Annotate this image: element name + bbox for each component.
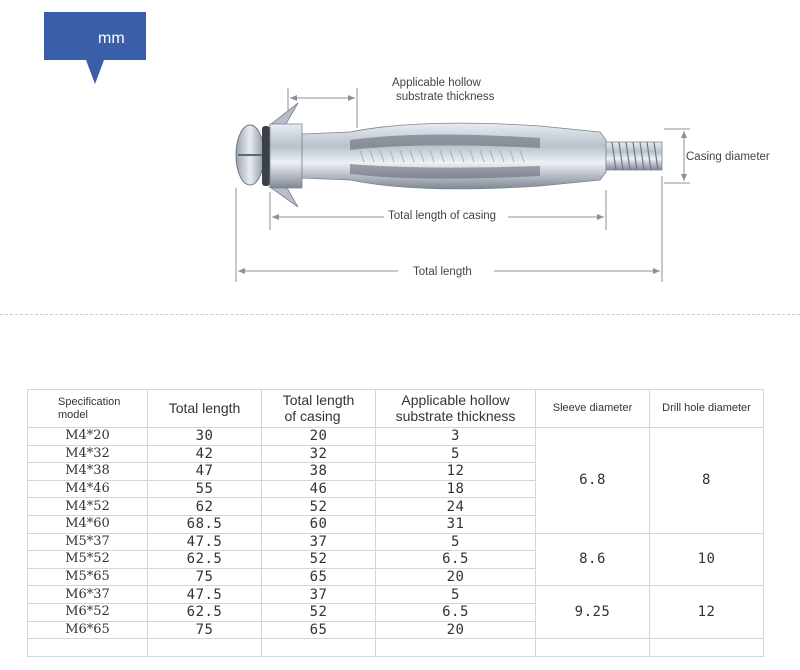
table-row: M6*65 75 65 20: [27, 620, 764, 640]
casing-length-label: Total length of casing: [388, 210, 497, 222]
table-row: M4*38 47 38 12: [27, 462, 764, 481]
model-cell: M5*65: [27, 567, 148, 587]
model-cell: M4*52: [27, 497, 148, 516]
header-sleeve-diameter-text: Sleeve diameter: [552, 402, 633, 415]
sleeve-diameter-cell: 9.25: [535, 585, 650, 640]
hollow-thickness-cell: 6.5: [375, 602, 536, 622]
hollow-thickness-cell: 5: [375, 532, 536, 552]
casing-length-cell: 52: [261, 550, 376, 569]
model-cell: M6*37: [27, 585, 148, 604]
blank-cell: [147, 638, 262, 658]
casing-length-cell: 65: [261, 620, 376, 640]
table-row: M4*20 30 20 3 6.8 8: [27, 427, 764, 534]
hollow-thickness-cell: 18: [375, 479, 536, 499]
blank-cell: [649, 638, 764, 658]
total-length-cell: 30: [147, 427, 262, 446]
total-length-cell: 62.5: [147, 550, 262, 569]
model-cell: M4*32: [27, 444, 148, 464]
hollow-thickness-label-line1: Applicable hollow: [392, 77, 481, 89]
table-row-blank: [27, 638, 764, 658]
total-length-cell: 75: [147, 567, 262, 587]
blank-cell: [27, 638, 148, 658]
hollow-thickness-cell: 12: [375, 462, 536, 481]
header-casing-length-line2: of casing: [284, 407, 341, 424]
hollow-thickness-cell: 6.5: [375, 550, 536, 569]
total-length-cell: 47.5: [147, 532, 262, 552]
hollow-thickness-label-line2: substrate thickness: [396, 91, 495, 103]
model-cell: M4*38: [27, 462, 148, 481]
model-cell: M4*20: [27, 427, 148, 446]
header-drill-hole-diameter-text: Drill hole diameter: [662, 402, 751, 415]
table-row: M4*32 42 32 5: [27, 444, 764, 464]
header-spec-model: Specification model: [27, 389, 148, 428]
model-cell: M6*52: [27, 602, 148, 622]
hollow-thickness-cell: 5: [375, 585, 536, 604]
casing-length-cell: 46: [261, 479, 376, 499]
hollow-wall-anchor-illustration: [235, 88, 690, 282]
model-cell: M4*60: [27, 514, 148, 534]
casing-length-cell: 52: [261, 602, 376, 622]
total-length-cell: 42: [147, 444, 262, 464]
specification-table: Specification model Total length Total l…: [27, 389, 764, 658]
casing-length-cell: 37: [261, 585, 376, 604]
total-length-cell: 75: [147, 620, 262, 640]
model-cell: M5*52: [27, 550, 148, 569]
total-length-cell: 68.5: [147, 514, 262, 534]
total-length-cell: 62: [147, 497, 262, 516]
total-length-label: Total length: [413, 266, 472, 278]
hollow-thickness-cell: 5: [375, 444, 536, 464]
sleeve-diameter-cell: 6.8: [535, 427, 650, 534]
casing-diameter-label: Casing diameter: [686, 151, 770, 163]
header-total-length-text: Total length: [168, 399, 241, 416]
casing-length-cell: 32: [261, 444, 376, 464]
anchor-diagram: Applicable hollow substrate thickness Ca…: [0, 0, 800, 310]
casing-length-cell: 38: [261, 462, 376, 481]
blank-cell: [535, 638, 650, 658]
total-length-cell: 62.5: [147, 602, 262, 622]
model-cell: M6*65: [27, 620, 148, 640]
badge-shape: [44, 12, 146, 84]
drill-hole-diameter-cell: 8: [649, 427, 764, 534]
blank-cell: [375, 638, 536, 658]
model-cell: M4*46: [27, 479, 148, 499]
total-length-cell: 47.5: [147, 585, 262, 604]
table-row: M5*52 62.5 52 6.5: [27, 550, 764, 569]
header-total-length: Total length: [147, 389, 262, 428]
header-hollow-thickness-line1: Applicable hollow: [401, 392, 510, 409]
hollow-thickness-cell: 31: [375, 514, 536, 534]
casing-length-cell: 60: [261, 514, 376, 534]
total-length-cell: 47: [147, 462, 262, 481]
header-spec-model-line2: model: [58, 408, 88, 421]
casing-length-cell: 20: [261, 427, 376, 446]
unit-label: mm: [98, 30, 125, 47]
hollow-thickness-cell: 20: [375, 567, 536, 587]
header-spec-model-line1: Specification: [58, 396, 121, 409]
table-row: M5*65 75 65 20: [27, 567, 764, 587]
section-divider: [0, 314, 800, 315]
casing-length-cell: 65: [261, 567, 376, 587]
total-length-cell: 55: [147, 479, 262, 499]
casing-length-cell: 37: [261, 532, 376, 552]
casing-length-cell: 52: [261, 497, 376, 516]
header-casing-length: Total length of casing: [261, 389, 376, 428]
sleeve-diameter-cell: 8.6: [535, 532, 650, 587]
table-row: M4*46 55 46 18: [27, 479, 764, 499]
table-header-row: Specification model Total length Total l…: [27, 389, 764, 428]
drill-hole-diameter-cell: 10: [649, 532, 764, 587]
header-sleeve-diameter: Sleeve diameter: [535, 389, 650, 428]
header-drill-hole-diameter: Drill hole diameter: [649, 389, 764, 428]
drill-hole-diameter-cell: 12: [649, 585, 764, 640]
table-row: M5*37 47.5 37 5 8.6 10: [27, 532, 764, 587]
blank-cell: [261, 638, 376, 658]
table-row: M6*37 47.5 37 5 9.25 12: [27, 585, 764, 640]
table-row: M6*52 62.5 52 6.5: [27, 602, 764, 622]
model-cell: M5*37: [27, 532, 148, 552]
hollow-thickness-cell: 3: [375, 427, 536, 446]
hollow-thickness-cell: 24: [375, 497, 536, 516]
header-hollow-thickness-line2: substrate thickness: [395, 407, 516, 424]
unit-badge: mm: [44, 12, 146, 84]
hollow-thickness-cell: 20: [375, 620, 536, 640]
header-casing-length-line1: Total length: [282, 392, 355, 409]
header-hollow-thickness: Applicable hollow substrate thickness: [375, 389, 536, 428]
